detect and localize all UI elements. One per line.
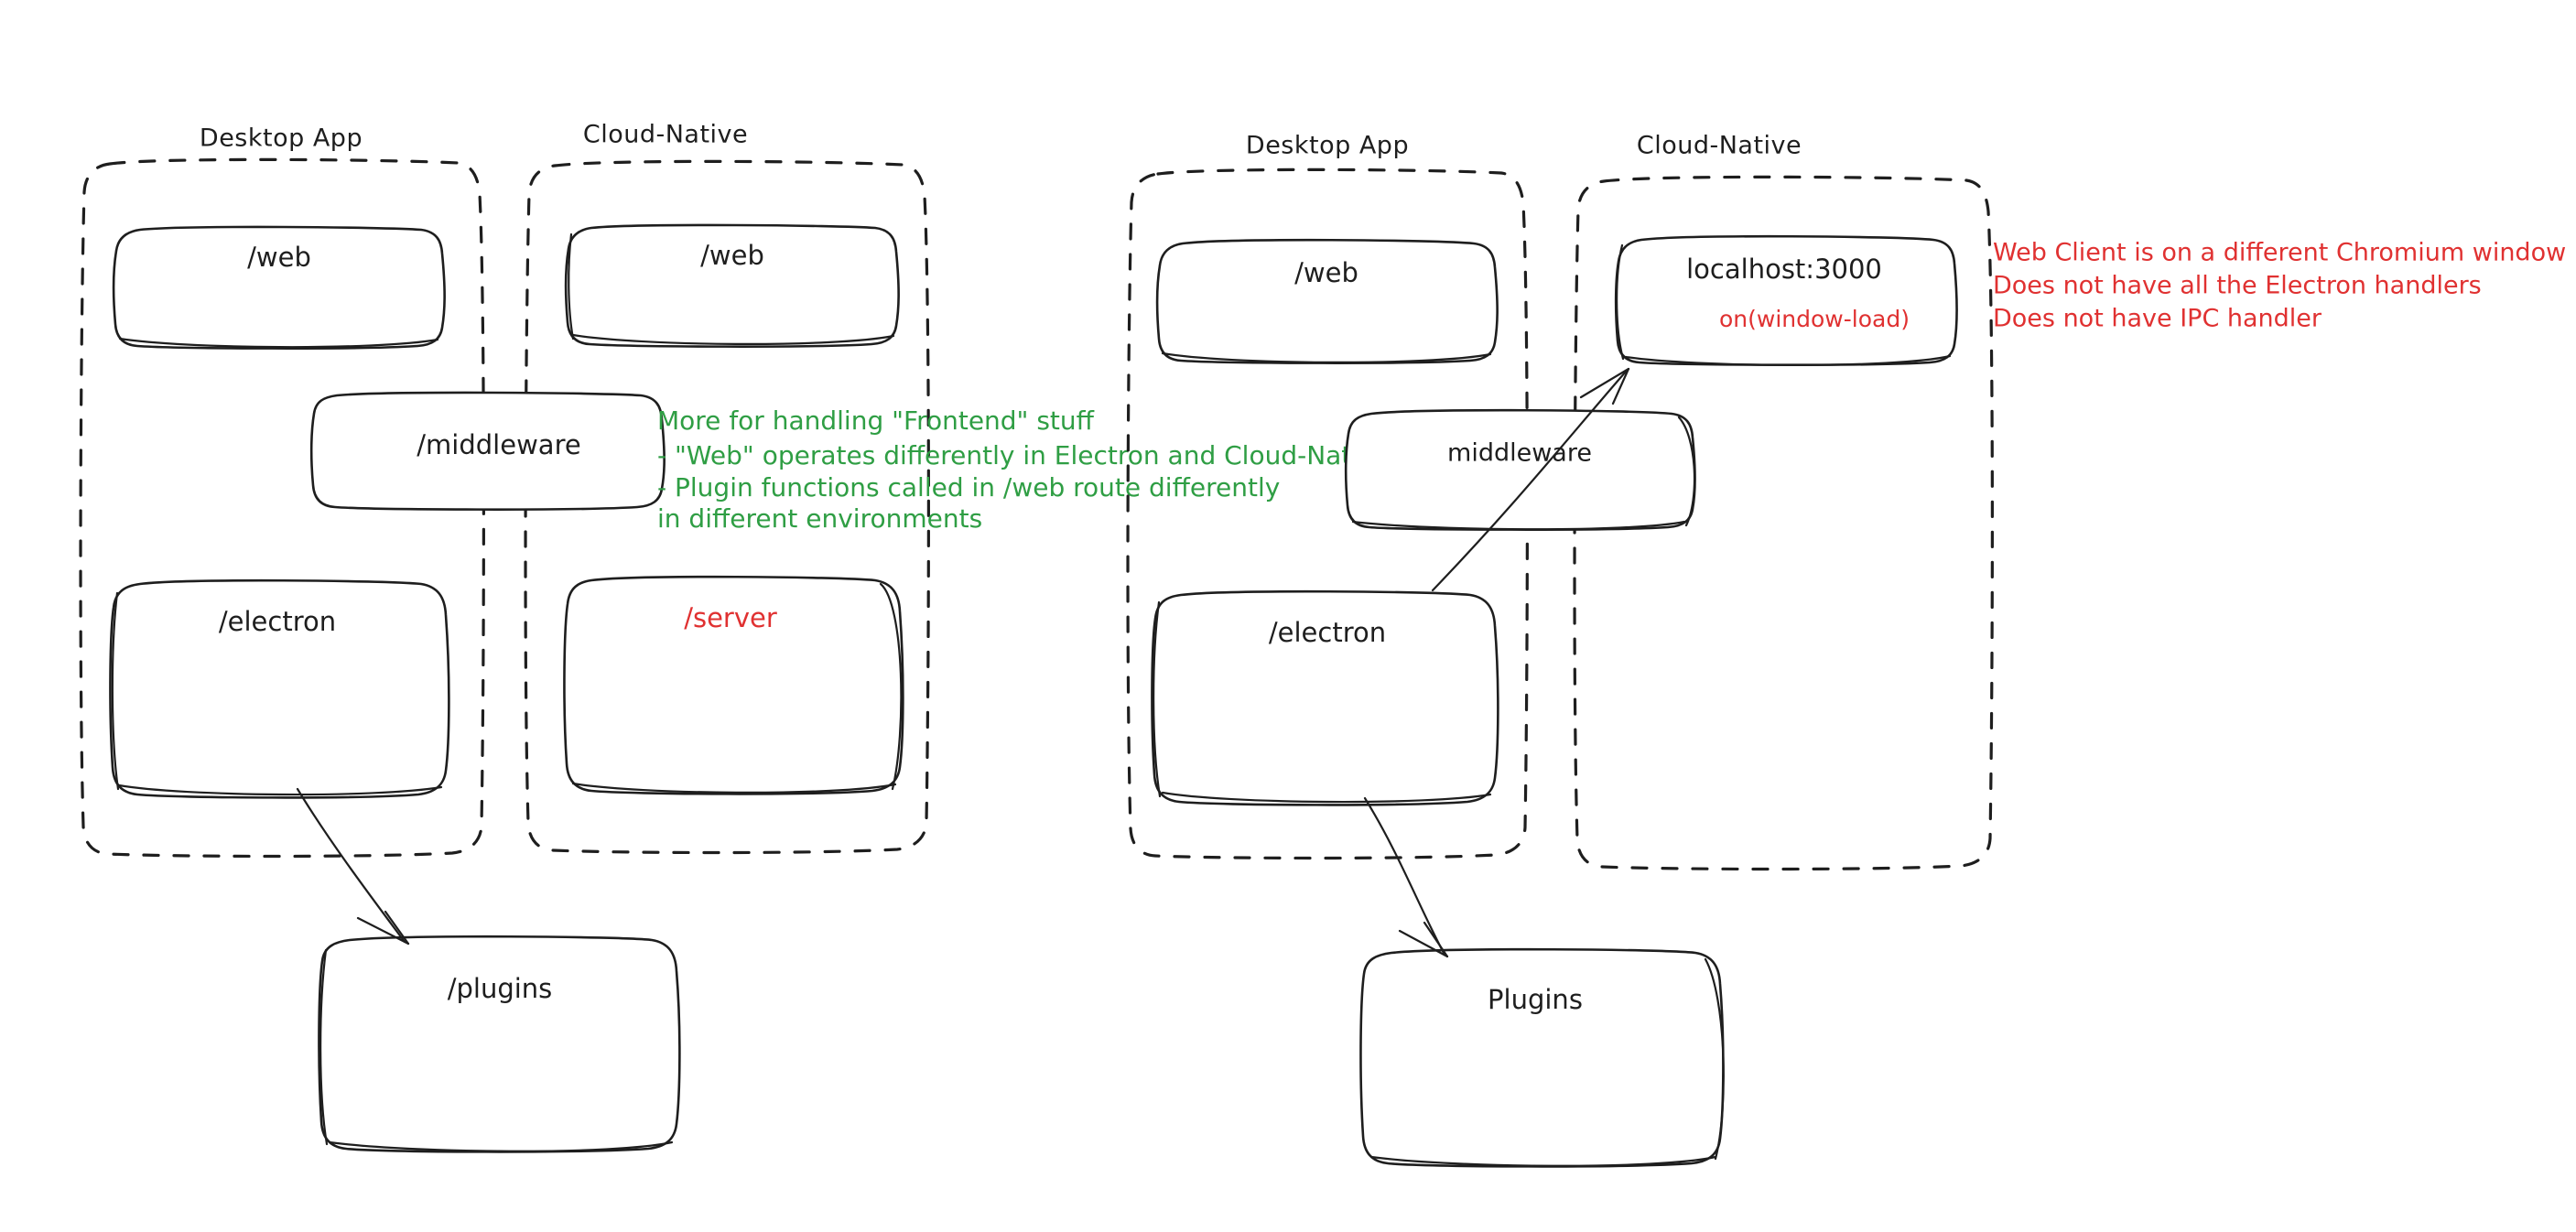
left-web-cloud-label: /web bbox=[700, 240, 764, 271]
node-left-server[interactable]: /server bbox=[563, 575, 904, 795]
right-up-arrow-head-left bbox=[1579, 367, 1630, 399]
left-plugins-label: /plugins bbox=[448, 973, 553, 1004]
right-plugins-sketch-line bbox=[1369, 1155, 1717, 1167]
right-desktop-app-title: Desktop App bbox=[1246, 132, 1409, 160]
edge-right-electron-to-localhost bbox=[1431, 367, 1630, 592]
left-electron-shape bbox=[109, 578, 450, 799]
right-plugins-shape bbox=[1359, 947, 1725, 1168]
left-server-shape bbox=[563, 575, 904, 795]
green-note-line-1: More for handling "Frontend" stuff bbox=[657, 405, 1095, 436]
right-down-arrow-head-left bbox=[1398, 929, 1449, 958]
right-plugins-sketch-edge bbox=[1704, 957, 1725, 1161]
right-up-arrow-head-right bbox=[1611, 367, 1630, 405]
left-web-cloud-sketch-edge bbox=[568, 232, 575, 340]
right-localhost-sketch-edge bbox=[1616, 243, 1625, 361]
right-down-arrow-head-right bbox=[1423, 921, 1449, 958]
node-right-web-desktop[interactable]: /web bbox=[1155, 238, 1499, 364]
green-note-line-2: - "Web" operates differently in Electron… bbox=[657, 440, 1390, 470]
left-arrow-shaft bbox=[296, 787, 406, 944]
group-left-desktop-app[interactable]: Desktop App bbox=[79, 124, 485, 859]
node-left-web-cloud[interactable]: /web bbox=[564, 223, 900, 348]
node-right-electron[interactable]: /electron bbox=[1151, 589, 1499, 806]
left-middleware-shape bbox=[309, 391, 666, 511]
right-electron-sketch-line bbox=[1161, 791, 1492, 804]
left-web-cloud-shape bbox=[564, 223, 900, 348]
left-plugins-shape bbox=[318, 935, 681, 1153]
right-localhost-sketch-line bbox=[1624, 354, 1952, 366]
left-desktop-app-title: Desktop App bbox=[200, 124, 363, 153]
left-plugins-sketch-edge bbox=[319, 948, 329, 1146]
right-plugins-label: Plugins bbox=[1488, 984, 1583, 1015]
right-middleware-sketch-line bbox=[1351, 520, 1686, 531]
right-electron-label: /electron bbox=[1269, 617, 1386, 648]
right-middleware-sketch-edge bbox=[1677, 416, 1696, 527]
left-web-cloud-sketch-line bbox=[571, 333, 895, 346]
right-web-desktop-label: /web bbox=[1294, 257, 1358, 288]
green-note-line-4: in different environments bbox=[657, 503, 982, 534]
left-electron-sketch-line bbox=[117, 784, 443, 796]
edge-left-electron-to-plugins bbox=[296, 787, 410, 946]
left-arrow-head-right bbox=[384, 910, 410, 946]
right-up-arrow-shaft bbox=[1431, 370, 1628, 592]
left-server-sketch-line bbox=[571, 782, 897, 794]
right-desktop-app-boundary bbox=[1126, 168, 1529, 860]
left-web-desktop-shape bbox=[112, 225, 446, 350]
left-server-sketch-edge bbox=[879, 582, 903, 791]
right-web-desktop-sketch-line bbox=[1161, 351, 1492, 364]
red-note-line-1: Web Client is on a different Chromium wi… bbox=[1993, 239, 2566, 267]
green-note-line-3: - Plugin functions called in /web route … bbox=[657, 472, 1280, 503]
right-localhost-sublabel: on(window-load) bbox=[1719, 306, 1910, 332]
left-cloud-native-title: Cloud-Native bbox=[583, 121, 748, 149]
annotation-right-red-note: Web Client is on a different Chromium wi… bbox=[1993, 239, 2566, 333]
right-middleware-label: middleware bbox=[1447, 439, 1592, 468]
red-note-line-3: Does not have IPC handler bbox=[1993, 305, 2322, 333]
right-localhost-label: localhost:3000 bbox=[1686, 254, 1882, 285]
node-left-electron[interactable]: /electron bbox=[109, 578, 450, 799]
right-electron-shape bbox=[1151, 589, 1499, 806]
right-cloud-native-title: Cloud-Native bbox=[1637, 132, 1802, 160]
left-web-desktop-label: /web bbox=[247, 242, 311, 273]
node-left-plugins[interactable]: /plugins bbox=[318, 935, 681, 1153]
right-web-desktop-shape bbox=[1155, 238, 1499, 364]
node-right-middleware[interactable]: middleware bbox=[1344, 408, 1696, 531]
red-note-line-2: Does not have all the Electron handlers bbox=[1993, 272, 2482, 300]
node-left-middleware[interactable]: /middleware bbox=[309, 391, 666, 511]
left-middleware-label: /middleware bbox=[417, 429, 580, 460]
left-electron-sketch-edge bbox=[111, 591, 120, 791]
annotation-left-green-note: More for handling "Frontend" stuff - "We… bbox=[657, 405, 1390, 534]
left-desktop-app-boundary bbox=[79, 157, 485, 859]
left-web-desktop-sketch-line bbox=[118, 337, 439, 349]
left-plugins-sketch-line bbox=[328, 1140, 674, 1152]
edge-right-electron-to-plugins bbox=[1363, 796, 1449, 958]
node-left-web-desktop[interactable]: /web bbox=[112, 225, 446, 350]
left-electron-label: /electron bbox=[219, 606, 336, 637]
left-arrow-head-left bbox=[356, 916, 410, 946]
right-middleware-shape bbox=[1344, 408, 1696, 531]
right-down-arrow-shaft bbox=[1363, 796, 1446, 956]
node-right-plugins[interactable]: Plugins bbox=[1359, 947, 1725, 1168]
node-right-localhost[interactable]: localhost:3000 on(window-load) bbox=[1614, 234, 1958, 366]
left-server-label: /server bbox=[684, 602, 777, 633]
right-electron-sketch-edge bbox=[1153, 600, 1162, 798]
group-right-desktop-app[interactable]: Desktop App bbox=[1126, 132, 1529, 860]
